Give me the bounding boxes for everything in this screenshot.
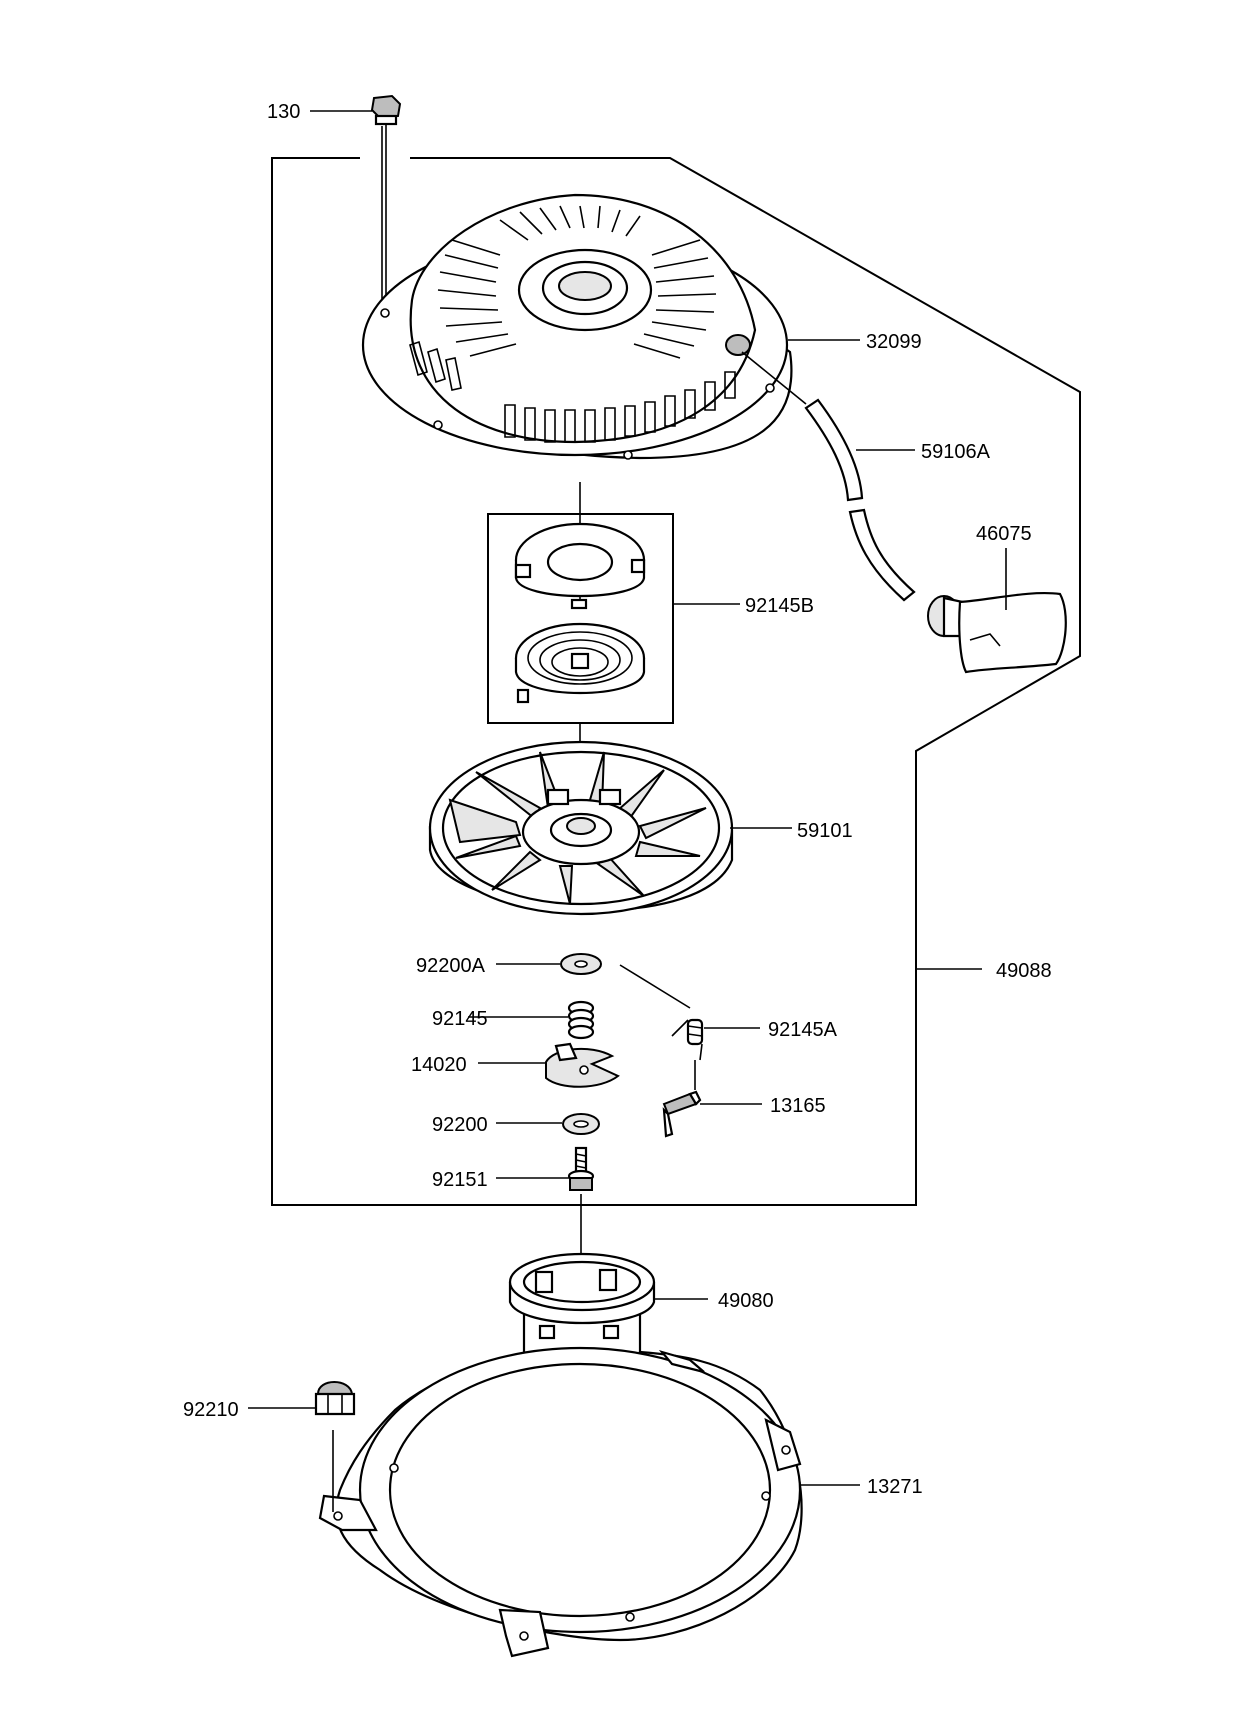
label-92145: 92145 <box>432 1008 488 1030</box>
ratchet-14020 <box>545 1042 620 1088</box>
rope-59106A <box>741 351 916 602</box>
leader-lines <box>248 110 1007 1486</box>
washer-92200A <box>560 953 602 975</box>
label-14020: 14020 <box>411 1054 467 1076</box>
assembly-outline <box>271 157 1081 1206</box>
label-13271: 13271 <box>867 1476 923 1498</box>
label-130: 130 <box>267 101 300 123</box>
label-92145B: 92145B <box>745 595 814 617</box>
label-59101: 59101 <box>797 820 853 842</box>
spring-case <box>514 522 646 610</box>
label-92151: 92151 <box>432 1169 488 1191</box>
label-92200: 92200 <box>432 1114 488 1136</box>
bolt-92151 <box>567 1146 595 1191</box>
spring-92145A <box>619 964 704 1061</box>
label-49088: 49088 <box>996 960 1052 982</box>
reel-59101 <box>428 740 734 916</box>
spring-92145 <box>567 1000 595 1040</box>
washer-92200 <box>562 1113 600 1135</box>
label-46075: 46075 <box>976 523 1032 545</box>
label-49080: 49080 <box>718 1290 774 1312</box>
recoil-cover-32099 <box>361 193 793 460</box>
label-59106A: 59106A <box>921 441 991 463</box>
pawl-13165 <box>662 1060 702 1138</box>
bolt-130 <box>370 94 402 300</box>
label-32099: 32099 <box>866 331 922 353</box>
cap-nut-92210 <box>314 1381 356 1416</box>
spiral-spring <box>514 622 646 704</box>
label-13165: 13165 <box>770 1095 826 1117</box>
label-92210: 92210 <box>183 1399 239 1421</box>
label-92200A: 92200A <box>416 955 486 977</box>
base-plate-13271 <box>318 1346 803 1658</box>
handle-46075 <box>927 591 1067 674</box>
label-92145A: 92145A <box>768 1019 838 1041</box>
